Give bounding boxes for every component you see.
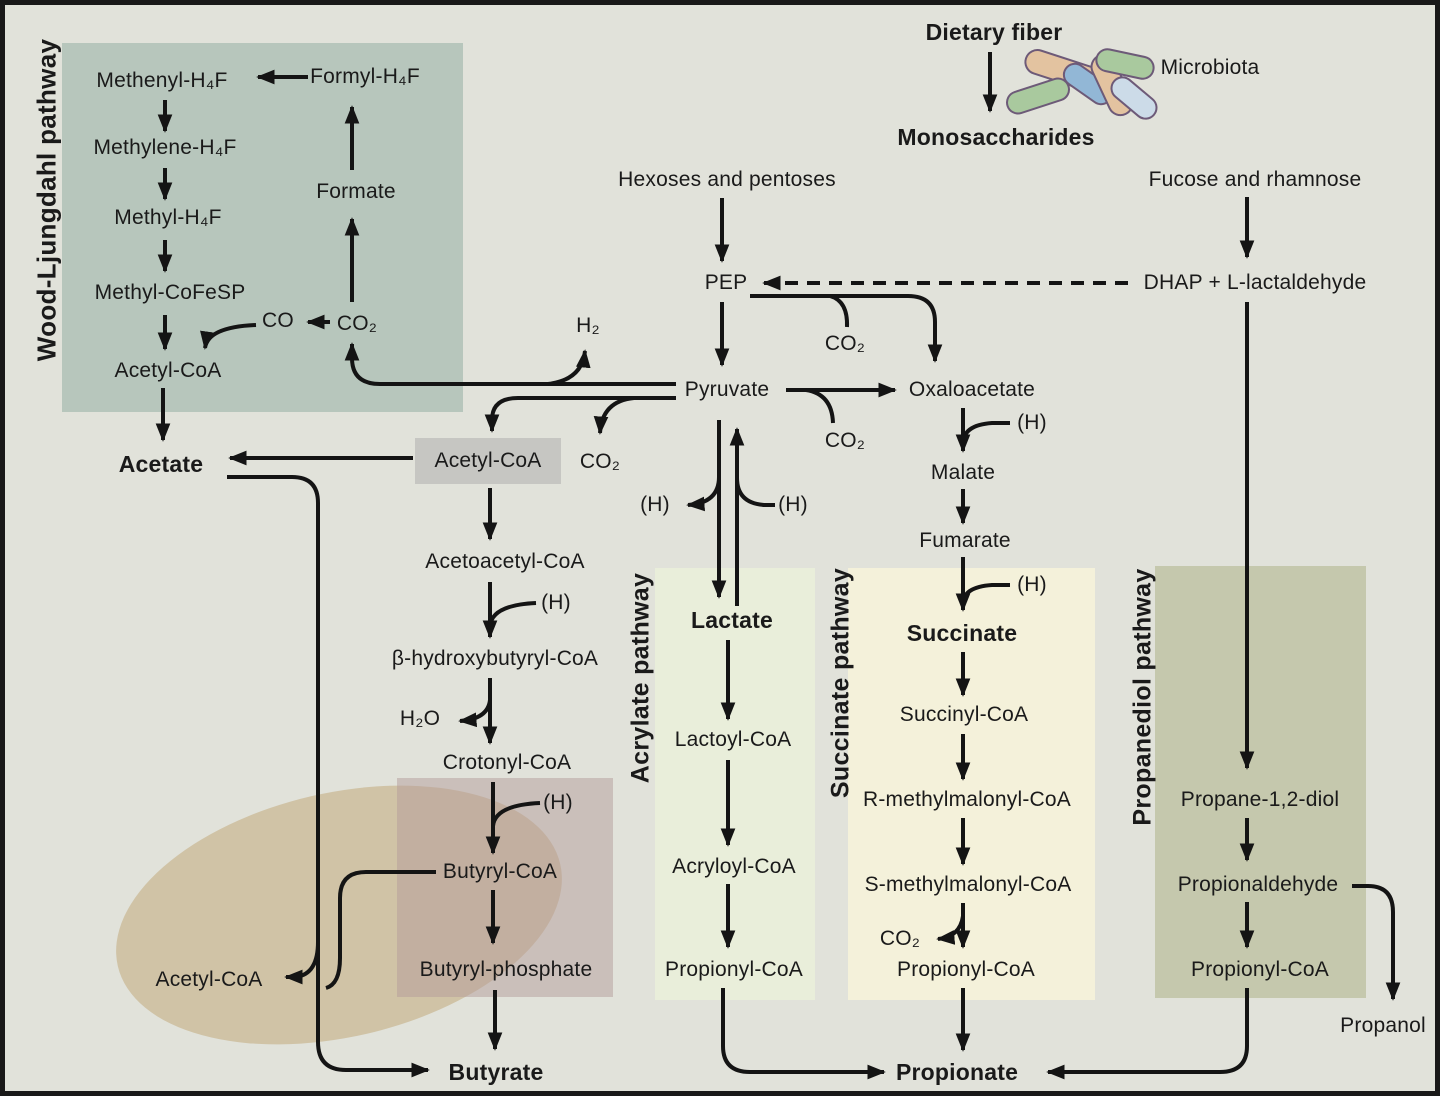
branch-h-out-lactate — [686, 476, 721, 512]
cofactor-co2: CO₂ — [824, 331, 866, 355]
succinate-box — [848, 568, 1095, 1000]
node-malate: Malate — [930, 460, 996, 484]
node-methyl-cofesp: Methyl-CoFeSP — [94, 280, 246, 304]
cofactor-h2o: H₂O — [399, 706, 441, 730]
arrow-co-to-acetylcoa — [200, 323, 257, 350]
join-co2-pep-oxaloacetate — [829, 294, 850, 328]
node-pep: PEP — [704, 270, 748, 294]
node-dietary-fiber: Dietary fiber — [925, 18, 1063, 45]
propanediol-box — [1155, 566, 1366, 998]
node-butyryl-phosphate: Butyryl-phosphate — [419, 957, 593, 981]
join-h-fumarate — [961, 583, 1010, 605]
line-acetate-to-butyrate — [227, 475, 430, 1078]
arrow-acrylate-to-propionate — [721, 988, 886, 1080]
node-acetyl-coa-wl: Acetyl-CoA — [114, 358, 222, 382]
phosphotransbutyrylase-overlay — [397, 778, 613, 997]
branch-co2-out — [593, 396, 635, 435]
acrylate-pathway-label: Acrylate pathway — [626, 572, 655, 784]
branch-co2-smm — [936, 915, 965, 945]
cofactor-h: (H) — [778, 492, 808, 516]
node-butyrate: Butyrate — [448, 1058, 544, 1085]
join-co2-pyruvate-oxaloacetate — [805, 388, 835, 424]
line-pyruvate-to-acetylcoa — [484, 396, 676, 433]
arrow-pep-to-oxaloacetate — [750, 294, 943, 363]
node-s-methylmalonyl-coa: S-methylmalonyl-CoA — [864, 872, 1072, 896]
node-pyruvate: Pyruvate — [684, 377, 770, 401]
node-propionyl-coa-propanediol: Propionyl-CoA — [1191, 957, 1329, 981]
cofactor-h: (H) — [640, 492, 670, 516]
node-dhap: DHAP + L-lactaldehyde — [1143, 270, 1367, 294]
node-acryloyl-coa: Acryloyl-CoA — [672, 854, 796, 878]
node-co: CO — [262, 308, 294, 332]
cofactor-h: (H) — [541, 590, 571, 614]
node-propionaldehyde: Propionaldehyde — [1177, 872, 1339, 896]
node-methylene-h4f: Methylene-H₄F — [93, 135, 237, 159]
node-propane-12-diol: Propane-1,2-diol — [1180, 787, 1340, 811]
cofactor-co2: CO₂ — [824, 428, 866, 452]
node-propionyl-coa-acrylate: Propionyl-CoA — [665, 957, 803, 981]
acetyl-coa-highlight-box — [415, 438, 561, 484]
join-h-acetoacetyl — [488, 601, 537, 627]
node-propionyl-coa-succinate: Propionyl-CoA — [897, 957, 1035, 981]
join-h-crotonyl — [491, 801, 541, 827]
node-succinate: Succinate — [906, 619, 1018, 646]
node-acetyl-coa-transferase: Acetyl-CoA — [155, 967, 263, 991]
cofactor-co2: CO₂ — [879, 926, 921, 950]
node-propionate: Propionate — [895, 1058, 1019, 1085]
node-formyl-h4f: Formyl-H₄F — [310, 64, 420, 88]
node-methenyl-h4f: Methenyl-H₄F — [96, 68, 228, 92]
node-formate: Formate — [316, 179, 396, 203]
node-lactate: Lactate — [691, 606, 773, 633]
node-methyl-h4f: Methyl-H₄F — [114, 205, 222, 229]
cofactor-co2: CO₂ — [579, 449, 621, 473]
join-h-in-lactate — [735, 477, 775, 507]
branch-acetylcoa-output — [284, 941, 320, 985]
node-monosaccharides: Monosaccharides — [897, 123, 1095, 150]
cofactor-h: (H) — [1017, 410, 1047, 434]
node-propanol: Propanol — [1340, 1013, 1426, 1037]
line-butyrylcoa-input — [325, 870, 436, 990]
branch-h2-out — [547, 349, 591, 386]
node-fucose: Fucose and rhamnose — [1148, 167, 1362, 191]
node-r-methylmalonyl-coa: R-methylmalonyl-CoA — [862, 787, 1072, 811]
node-acetate: Acetate — [118, 450, 204, 477]
branch-h2o-out — [458, 699, 492, 728]
arrow-propionaldehyde-to-propanol — [1352, 884, 1401, 1001]
node-succinyl-coa: Succinyl-CoA — [899, 702, 1029, 726]
node-fumarate: Fumarate — [919, 528, 1011, 552]
cofactor-h: (H) — [543, 790, 573, 814]
node-acetoacetyl-coa: Acetoacetyl-CoA — [425, 549, 585, 573]
join-h-oxaloacetate — [961, 421, 1010, 445]
wood-ljungdahl-pathway-label: Wood-Ljungdahl pathway — [31, 38, 62, 362]
acrylate-box — [655, 568, 815, 1000]
node-oxaloacetate: Oxaloacetate — [908, 377, 1036, 401]
arrow-propanediol-to-propionate — [1046, 988, 1249, 1080]
node-microbiota: Microbiota — [1160, 55, 1260, 79]
node-butyryl-coa: Butyryl-CoA — [442, 859, 558, 883]
line-pyruvate-to-wl-co2 — [344, 342, 676, 386]
node-lactoyl-coa: Lactoyl-CoA — [674, 727, 792, 751]
propanediol-pathway-label: Propanediol pathway — [1128, 568, 1157, 826]
wood-ljungdahl-box — [62, 43, 463, 412]
node-b-hydroxybutyryl-coa: β-hydroxybutyryl-CoA — [391, 646, 599, 670]
cofactor-h2: H₂ — [576, 313, 600, 337]
node-hexoses: Hexoses and pentoses — [618, 167, 836, 191]
cofactor-h: (H) — [1017, 572, 1047, 596]
node-crotonyl-coa: Crotonyl-CoA — [442, 750, 572, 774]
cofactor-co2: CO₂ — [336, 311, 378, 335]
succinate-pathway-label: Succinate pathway — [826, 567, 855, 799]
node-acetyl-coa-central: Acetyl-CoA — [434, 448, 542, 472]
